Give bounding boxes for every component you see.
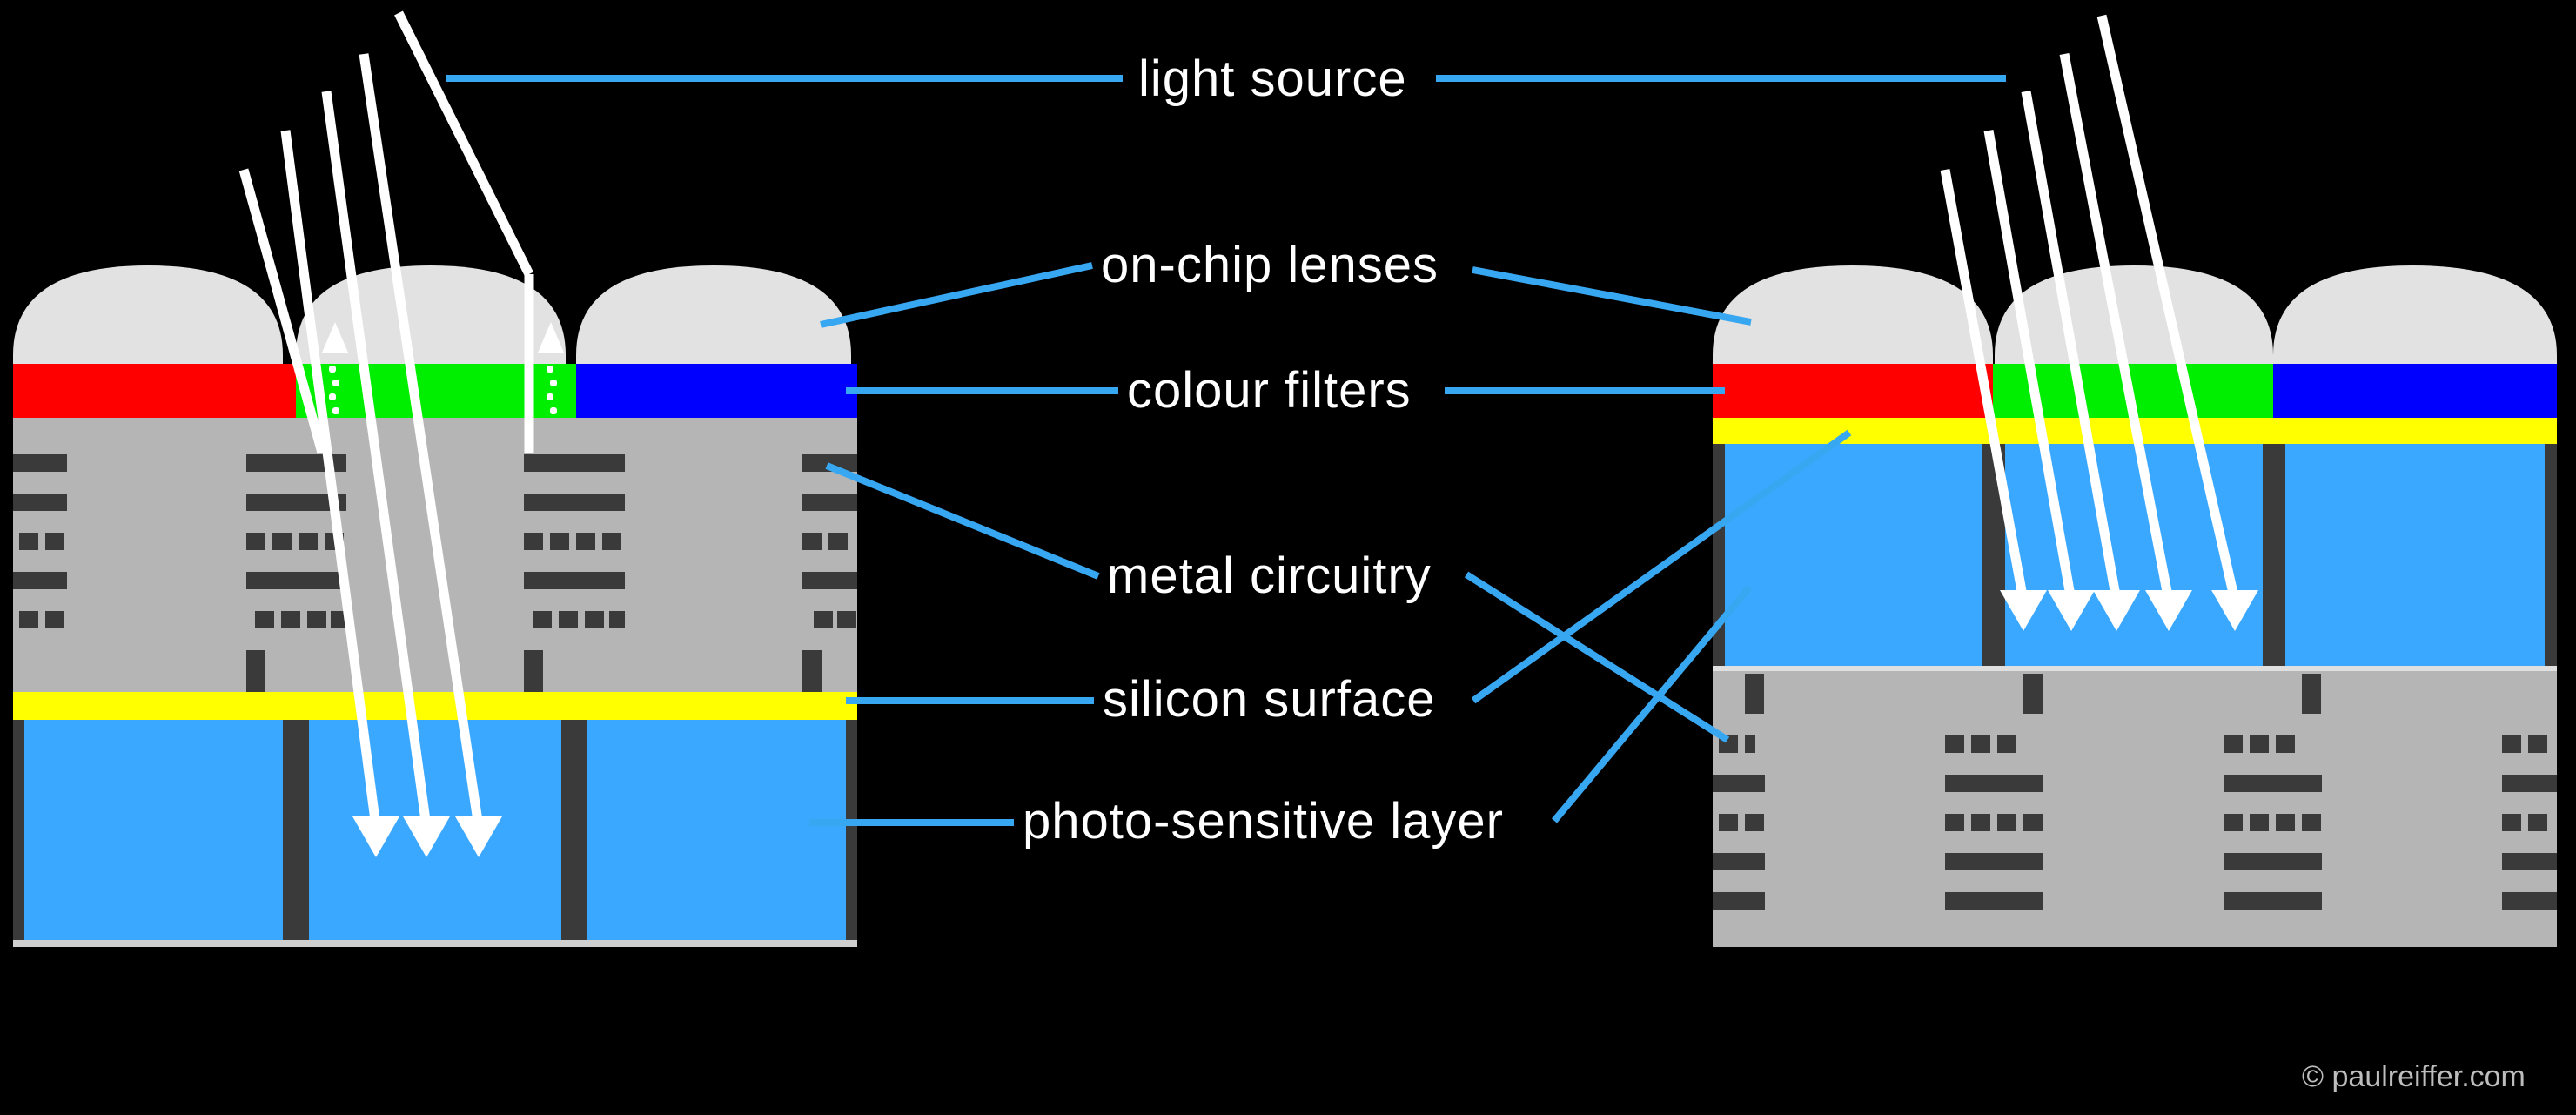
left-light-rays [238, 10, 534, 828]
right-lens-3 [2273, 265, 2557, 364]
label-light-source: light source [1138, 50, 1407, 107]
label-on-chip-lenses: on-chip lenses [1101, 237, 1439, 293]
left-filter-blue [576, 364, 857, 418]
label-photo-sensitive-layer: photo-sensitive layer [1023, 793, 1504, 850]
left-pixel-dividers [13, 720, 857, 940]
left-base [13, 940, 857, 947]
right-metal-layer [1713, 671, 2557, 947]
left-sensor [13, 265, 857, 947]
left-filter-red [13, 364, 296, 418]
right-ray-arrowheads [2000, 590, 2258, 631]
right-lens-2 [1995, 265, 2273, 364]
left-lens-1 [13, 265, 283, 364]
right-circuit-pattern [1713, 674, 2557, 910]
right-sensor [1713, 265, 2557, 947]
leader-lines [446, 75, 2006, 826]
copyright-credit: © paulreiffer.com [2302, 1060, 2526, 1093]
left-ray-arrowheads [322, 322, 564, 857]
right-photo-layer [1713, 444, 2557, 666]
right-filter-blue [2273, 364, 2557, 418]
right-pixel-dividers [1713, 444, 2557, 666]
right-light-rays [1940, 14, 2240, 602]
left-lens-3 [576, 265, 851, 364]
left-reflected-dots [329, 366, 557, 414]
label-metal-circuitry: metal circuitry [1107, 547, 1432, 604]
left-silicon-surface [13, 692, 857, 720]
right-lens-1 [1713, 265, 1993, 364]
left-circuit-pattern [13, 454, 857, 692]
label-colour-filters: colour filters [1127, 362, 1412, 419]
label-silicon-surface: silicon surface [1103, 671, 1436, 728]
right-layer-separator [1713, 666, 2557, 671]
right-filter-red [1713, 364, 1993, 418]
